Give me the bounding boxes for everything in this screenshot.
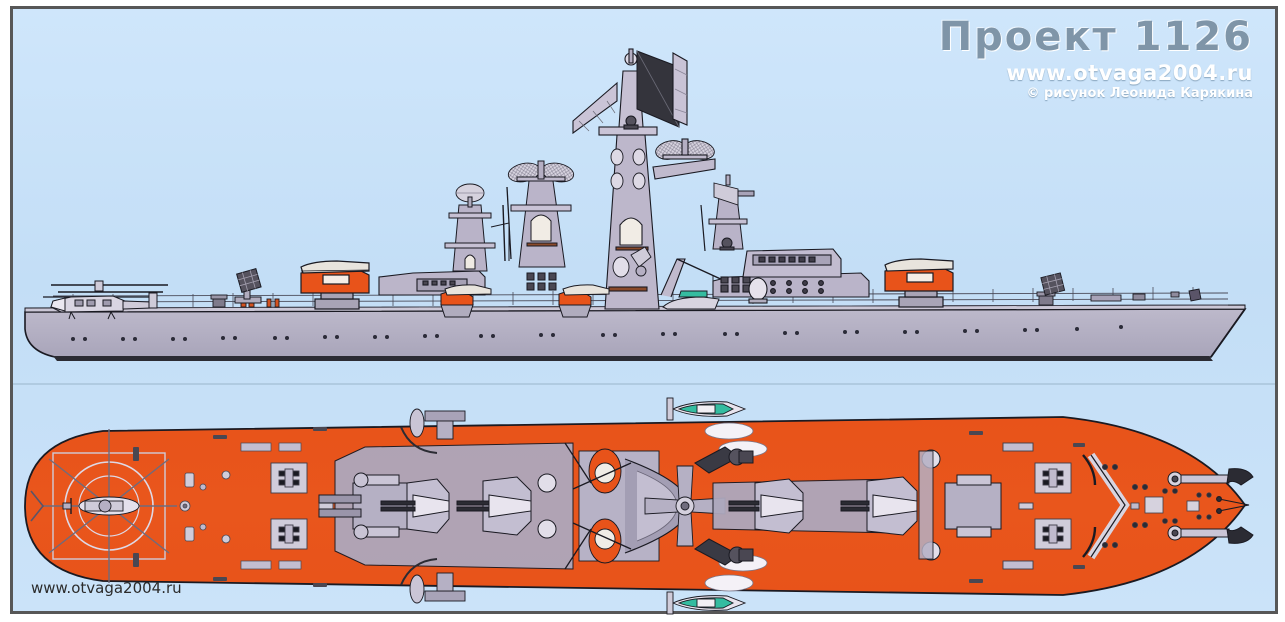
plan-helicopter bbox=[62, 496, 140, 516]
ka-25-helicopter bbox=[43, 280, 168, 320]
turret-cluster bbox=[380, 473, 557, 539]
view-divider bbox=[13, 383, 1275, 385]
illustration-frame: Проект 1126 www.otvaga2004.ru © рисунок … bbox=[10, 6, 1278, 615]
page-title: Проект 1126 bbox=[938, 14, 1253, 60]
life-rafts bbox=[704, 422, 768, 592]
bridge-superstructure bbox=[712, 248, 870, 304]
forward-main-turret bbox=[884, 258, 954, 308]
site-url: www.otvaga2004.ru bbox=[1006, 61, 1253, 85]
breakwater bbox=[1087, 452, 1130, 560]
launcher-mounts-aft bbox=[400, 408, 466, 604]
capstan-fittings bbox=[270, 462, 334, 550]
forward-turrets-plan bbox=[728, 449, 941, 561]
aft-lattice-mast bbox=[444, 183, 510, 272]
anchors bbox=[1167, 468, 1254, 544]
deck-edge-fittings bbox=[133, 427, 1085, 587]
title-block: Проект 1126 www.otvaga2004.ru © рисунок … bbox=[939, 17, 1253, 100]
radar-arrays bbox=[564, 442, 726, 570]
capstan-fittings-forward bbox=[1002, 442, 1097, 570]
launcher-mounts-mid bbox=[694, 446, 754, 566]
ship-boat-side bbox=[662, 290, 720, 310]
side-elevation-view bbox=[24, 48, 1247, 361]
hull-side bbox=[24, 304, 1247, 361]
forward-mast bbox=[700, 174, 755, 252]
main-mast bbox=[572, 48, 716, 310]
bow-fittings bbox=[1102, 464, 1212, 548]
deck-plates-aft bbox=[240, 442, 302, 570]
aa-mount-aft bbox=[440, 284, 492, 318]
artist-credit: © рисунок Леонида Карякина bbox=[1026, 86, 1253, 101]
watermark-url: www.otvaga2004.ru bbox=[31, 579, 182, 597]
portholes bbox=[71, 325, 1123, 341]
forward-main-turret-plan bbox=[944, 474, 1002, 538]
ships-boats bbox=[666, 397, 747, 615]
forward-deck-fittings bbox=[1036, 272, 1202, 306]
aft-main-turret bbox=[300, 260, 370, 310]
deck-hatches-aft bbox=[179, 470, 231, 544]
aa-mount-forward bbox=[558, 284, 610, 318]
aft-radar-mount bbox=[234, 268, 262, 304]
plan-top-down-view bbox=[24, 397, 1254, 615]
forward-radar-mast bbox=[506, 160, 575, 291]
aft-turret-plan bbox=[318, 472, 410, 540]
